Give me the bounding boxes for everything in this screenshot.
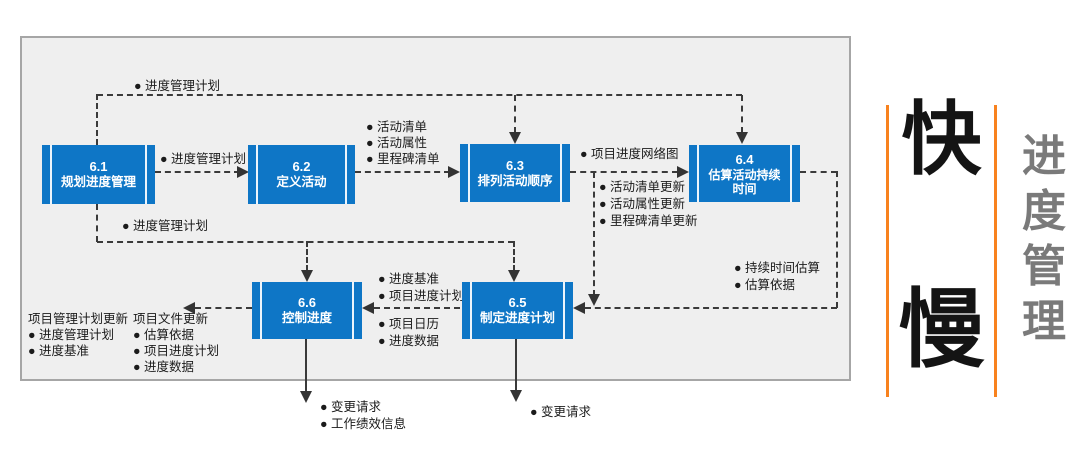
arrowhead-updates-down	[588, 294, 600, 306]
vertical-title-char-1: 进	[1022, 132, 1066, 181]
label-6-3-output: ● 项目进度网络图	[580, 147, 679, 161]
label-line: ● 进度管理计划	[28, 328, 115, 342]
label-line: ● 项目进度计划	[378, 289, 465, 303]
connector-6-2-to-6-3	[355, 171, 450, 173]
connector-bottom-feedback-horizontal	[97, 241, 514, 243]
label-6-5-to-6-6-below: ● 项目日历 ● 进度数据	[378, 316, 439, 350]
label-line: ● 变更请求	[320, 400, 382, 414]
label-line: ● 活动清单	[366, 120, 428, 134]
process-name: 排列活动顺序	[477, 173, 553, 188]
arrowhead-6-6-down	[300, 391, 312, 403]
label-6-5-to-6-6-above: ● 进度基准 ● 项目进度计划	[378, 271, 464, 305]
connector-6-6-out-left	[195, 307, 252, 309]
process-name: 估算活动持续时间	[708, 167, 781, 196]
label-6-6-outputs: ● 变更请求 ● 工作绩效信息	[320, 399, 406, 433]
connector-drop-into-6-5	[513, 241, 515, 271]
arrowhead-into-6-4-top	[736, 132, 748, 144]
label-doc-updates: 项目文件更新 ● 估算依据 ● 项目进度计划 ● 进度数据	[133, 311, 219, 375]
process-box-6-5: 6.5 制定进度计划	[462, 282, 573, 339]
arrowhead-into-6-4	[677, 166, 689, 178]
arrowhead-into-6-3-top	[509, 132, 521, 144]
arrowhead-into-6-2	[237, 166, 249, 178]
process-box-6-1: 6.1 规划进度管理	[42, 145, 155, 204]
arrowhead-6-6-left	[183, 302, 195, 314]
diagram-panel	[20, 36, 851, 381]
connector-6-5-to-6-6	[374, 307, 460, 309]
label-title: 项目管理计划更新	[28, 312, 129, 326]
label-line: ● 进度基准	[378, 272, 440, 286]
connector-6-3-updates-drop	[593, 172, 595, 296]
connector-6-3-to-6-4	[570, 171, 678, 173]
process-box-6-2: 6.2 定义活动	[248, 145, 355, 204]
label-line: ● 进度数据	[378, 334, 440, 348]
process-number: 6.5	[508, 295, 527, 310]
process-box-6-4: 6.4 估算活动持续时间	[689, 145, 800, 202]
label-6-3-updates: ● 活动清单更新 ● 活动属性更新 ● 里程碑清单更新	[599, 179, 698, 230]
connector-top-feedback-horizontal	[97, 94, 742, 96]
label-line: ● 项目日历	[378, 317, 440, 331]
fast-character: 快	[901, 95, 982, 184]
connector-right-loop-into-6-5	[585, 307, 837, 309]
orange-divider-left	[886, 105, 889, 397]
arrowhead-into-6-6-top	[301, 270, 313, 282]
label-line: ● 进度数据	[133, 360, 195, 374]
connector-6-5-down-solid	[515, 339, 517, 392]
label-line: ● 项目进度计划	[133, 344, 220, 358]
label-top-feedback: ● 进度管理计划	[134, 79, 221, 93]
process-number: 6.6	[297, 295, 317, 310]
label-bottom-feedback: ● 进度管理计划	[122, 219, 209, 233]
process-number: 6.2	[292, 159, 311, 174]
process-number: 6.3	[505, 157, 525, 173]
label-6-1-output: ● 进度管理计划	[160, 152, 247, 166]
arrowhead-6-5-down	[510, 390, 522, 402]
label-line: ● 活动属性	[366, 136, 428, 150]
label-line: ● 进度基准	[28, 344, 90, 358]
process-number: 6.4	[735, 151, 754, 167]
slow-character: 慢	[898, 282, 985, 378]
connector-6-6-down-solid	[305, 339, 307, 393]
label-line: ● 里程碑清单	[366, 152, 440, 166]
connector-6-4-out-right	[800, 171, 837, 173]
label-line: ● 活动属性更新	[599, 197, 686, 211]
label-pm-plan-updates: 项目管理计划更新 ● 进度管理计划 ● 进度基准	[28, 311, 128, 359]
process-number: 6.1	[89, 159, 108, 174]
label-6-2-outputs: ● 活动清单 ● 活动属性 ● 里程碑清单	[366, 119, 440, 167]
arrowhead-into-6-5-right	[573, 302, 585, 314]
vertical-title-char-3: 管	[1022, 242, 1066, 291]
arrowhead-into-6-5-top	[508, 270, 520, 282]
connector-right-loop-vertical	[836, 171, 838, 308]
connector-top-feedback-drop-6-4	[741, 95, 743, 133]
connector-6-1-down	[96, 204, 98, 242]
orange-divider-right	[994, 105, 997, 397]
label-6-4-outputs: ● 持续时间估算 ● 估算依据	[734, 260, 820, 294]
connector-top-feedback-from-6-1	[96, 94, 98, 145]
process-box-6-3: 6.3 排列活动顺序	[460, 144, 570, 202]
label-line: ● 工作绩效信息	[320, 417, 407, 431]
label-line: ● 里程碑清单更新	[599, 214, 698, 228]
label-line: ● 活动清单更新	[599, 180, 686, 194]
label-line: ● 持续时间估算	[734, 261, 821, 275]
vertical-title-char-2: 度	[1022, 187, 1066, 236]
label-line: ● 估算依据	[734, 278, 796, 292]
vertical-title-char-4: 理	[1022, 297, 1066, 346]
label-6-5-outputs: ● 变更请求	[530, 404, 591, 420]
process-name: 制定进度计划	[479, 311, 555, 325]
label-title: 项目文件更新	[133, 312, 209, 326]
process-name: 控制进度	[281, 311, 332, 325]
process-name: 定义活动	[276, 175, 327, 189]
arrowhead-into-6-6-right	[362, 302, 374, 314]
connector-drop-into-6-6	[306, 241, 308, 271]
label-line: ● 估算依据	[133, 328, 195, 342]
process-box-6-6: 6.6 控制进度	[252, 282, 362, 339]
arrowhead-into-6-3	[448, 166, 460, 178]
process-name: 规划进度管理	[60, 175, 136, 189]
label-line: ● 变更请求	[530, 405, 592, 419]
connector-top-feedback-drop-6-3	[514, 95, 516, 133]
connector-6-1-to-6-2	[155, 171, 240, 173]
